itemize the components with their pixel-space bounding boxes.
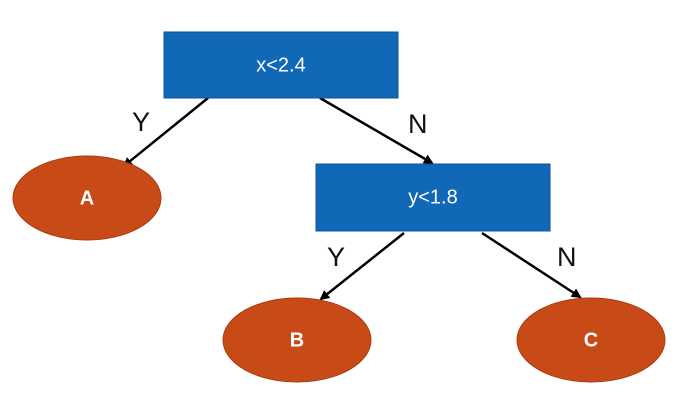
- leaf-c-label: C: [584, 329, 598, 351]
- leaf-b-label: B: [290, 329, 304, 351]
- inner-condition-text: y<1.8: [408, 186, 457, 208]
- edge-inner-to-b: [319, 232, 405, 301]
- inner-yes-label: Y: [327, 242, 345, 272]
- leaf-node-a: A: [12, 155, 162, 241]
- root-yes-label: Y: [132, 107, 150, 137]
- root-decision-node: x<2.4: [163, 31, 399, 99]
- edge-root-to-inner: [319, 96, 434, 165]
- leaf-node-c: C: [516, 297, 666, 383]
- root-condition-text: x<2.4: [256, 54, 305, 76]
- leaf-a-label: A: [80, 187, 94, 209]
- edge-root-to-a: [122, 97, 209, 168]
- leaf-node-b: B: [222, 297, 372, 383]
- root-no-label: N: [408, 109, 428, 139]
- inner-no-label: N: [557, 242, 577, 272]
- edge-inner-to-c: [481, 231, 582, 299]
- inner-decision-node: y<1.8: [315, 163, 551, 232]
